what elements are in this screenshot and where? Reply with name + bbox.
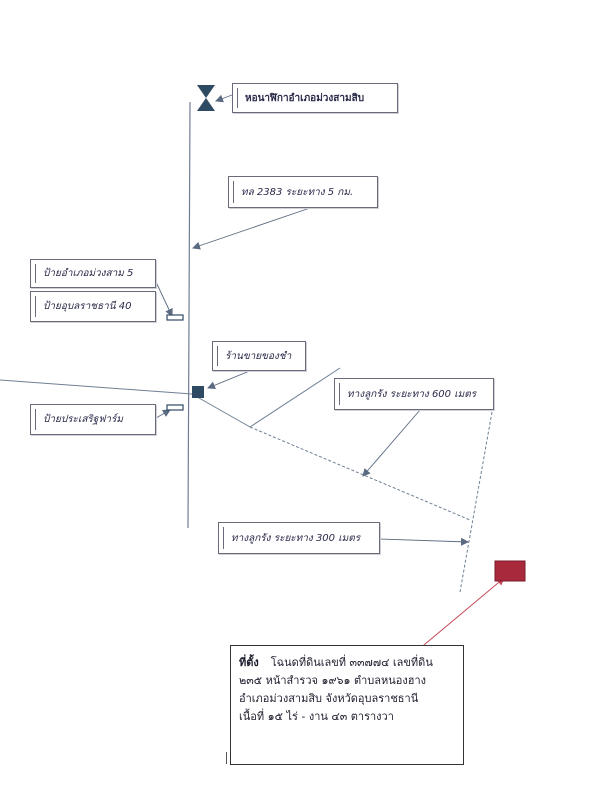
square-icon — [192, 386, 204, 398]
arrow-laterite-300 — [379, 537, 469, 546]
laterite-road-vertical-dashed — [459, 411, 493, 593]
arrow-farm-sign — [155, 409, 171, 419]
location-info-line-2: ๒๓๕ หน้าสำรวจ ๑๙๖๑ ตำบลหนองฮาง — [239, 674, 427, 687]
location-info-box: ที่ตั้งโฉนดที่ดินเลขที่ ๓๓๗๗๔ เลขที่ดิน … — [230, 645, 464, 765]
label-sign-muang-sam-sip: ป้ายอำเภอม่วงสาม 5 — [30, 259, 156, 288]
road-west-branch — [0, 379, 193, 395]
red-flag-icon — [494, 560, 526, 582]
arrow-shop — [207, 369, 253, 390]
location-info-line-3: อำเภอม่วงสามสิบ จังหวัดอุบลราชธานี — [239, 692, 419, 705]
farm-signpost-icon — [166, 404, 184, 411]
label-laterite-road-300: ทางลูกรัง ระยะทาง 300 เมตร — [218, 522, 380, 554]
label-shop: ร้านขายของชำ — [212, 341, 306, 371]
location-info-line-1: ที่ตั้ง โฉนดที่ดินเลขที่ ๓๓๗๗๔ เลขที่ดิน — [239, 654, 455, 672]
label-district-office: หอนาฬิกาอำเภอม่วงสามสิบ — [232, 83, 398, 113]
main-road-vertical — [187, 101, 191, 529]
arrow-target — [417, 577, 505, 651]
location-line-1-text: โฉนดที่ดินเลขที่ ๓๓๗๗๔ เลขที่ดิน — [270, 656, 433, 669]
label-road-distance: ทล 2383 ระยะทาง 5 กม. — [228, 176, 378, 208]
location-heading: ที่ตั้ง — [239, 656, 259, 669]
info-box-tick — [226, 752, 227, 764]
arrow-laterite-600 — [362, 409, 421, 477]
arrow-signs — [155, 281, 173, 317]
hourglass-icon — [197, 85, 215, 111]
arrow-district-office — [215, 94, 233, 103]
location-info-line-4: เนื้อที่ ๑๕ ไร่ - งาน ๔๓ ตารางวา — [239, 710, 394, 723]
label-sign-ubon: ป้ายอุบลราชธานี 40 — [30, 291, 156, 322]
laterite-spur — [249, 367, 341, 428]
arrow-road-distance — [192, 207, 311, 250]
laterite-road-dashed — [249, 426, 471, 521]
label-farm-sign: ป้ายประเสริฐฟาร์ม — [30, 404, 156, 435]
laterite-road-solid — [191, 393, 251, 428]
signpost-icon — [166, 314, 184, 321]
label-laterite-road-600: ทางลูกรัง ระยะทาง 600 เมตร — [334, 378, 494, 410]
